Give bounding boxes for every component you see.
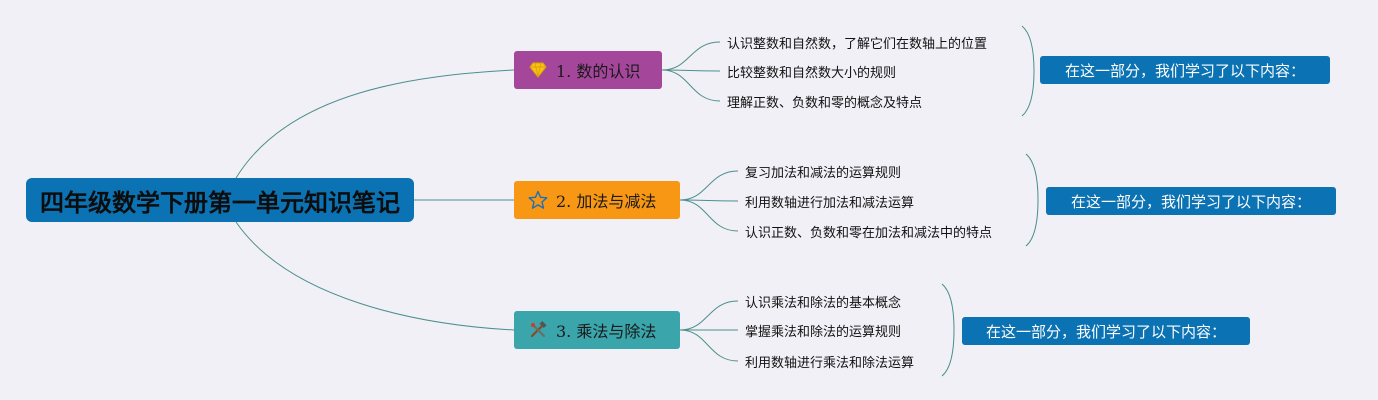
- root-topic[interactable]: 四年级数学下册第一单元知识笔记: [26, 178, 414, 222]
- list-item[interactable]: 复习加法和减法的运算规则: [745, 165, 902, 181]
- branch-multiplication-division[interactable]: 3. 乘法与除法: [514, 311, 680, 349]
- list-item[interactable]: 认识正数、负数和零在加法和减法中的特点: [745, 225, 993, 241]
- summary-callout[interactable]: 在这一部分，我们学习了以下内容：: [1046, 187, 1336, 215]
- diamond-icon: [528, 60, 548, 80]
- connector-branch-3-leaf-1: [679, 300, 739, 331]
- connector-root-branch-3: [235, 221, 515, 331]
- list-item[interactable]: 利用数轴进行乘法和除法运算: [745, 355, 915, 371]
- summary-callout[interactable]: 在这一部分，我们学习了以下内容：: [1040, 56, 1330, 84]
- list-item[interactable]: 认识乘法和除法的基本概念: [745, 295, 902, 311]
- tools-icon: [528, 320, 548, 340]
- summary-bracket-1: [1021, 25, 1035, 117]
- summary-callout[interactable]: 在这一部分，我们学习了以下内容：: [962, 317, 1250, 345]
- list-item[interactable]: 认识整数和自然数，了解它们在数轴上的位置: [727, 36, 988, 52]
- connector-branch-1-leaf-2: [661, 69, 721, 72]
- connector-branch-2-leaf-2: [679, 199, 739, 202]
- list-item[interactable]: 掌握乘法和除法的运算规则: [745, 324, 902, 340]
- list-item[interactable]: 利用数轴进行加法和减法运算: [745, 195, 915, 211]
- connector-branch-2-leaf-1: [679, 170, 739, 201]
- connector-branch-1-leaf-1: [661, 41, 721, 71]
- list-item[interactable]: 理解正数、负数和零的概念及特点: [727, 95, 923, 111]
- branch-label: 2. 加法与减法: [556, 192, 657, 211]
- connector-branch-2-leaf-3: [679, 199, 739, 232]
- connector-branch-3-leaf-3: [679, 329, 739, 362]
- branch-label: 1. 数的认识: [556, 62, 641, 81]
- connector-branch-1-leaf-3: [661, 69, 721, 102]
- branch-addition-subtraction[interactable]: 2. 加法与减法: [514, 181, 680, 219]
- summary-bracket-3: [941, 283, 955, 377]
- connector-root-branch-1: [235, 69, 515, 179]
- summary-bracket-2: [1025, 153, 1039, 247]
- branch-number-recognition[interactable]: 1. 数的认识: [514, 51, 662, 89]
- root-title: 四年级数学下册第一单元知识笔记: [40, 188, 400, 217]
- list-item[interactable]: 比较整数和自然数大小的规则: [727, 65, 897, 81]
- branch-label: 3. 乘法与除法: [556, 322, 657, 341]
- star-icon: [528, 190, 548, 210]
